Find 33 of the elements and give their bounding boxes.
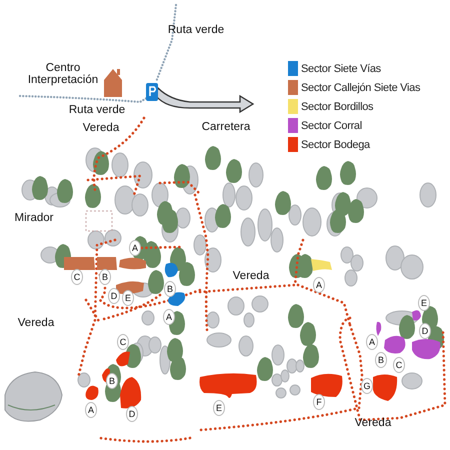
legend-label: Sector Corral [301,120,362,132]
path-label: Vereda [18,316,54,330]
sector-letter: E [418,295,430,311]
sector-letter: C [393,357,405,373]
map-label: Vereda [232,270,270,282]
sector-letter: D [108,288,120,304]
sector-letter: A [129,240,141,256]
map-label: Centro Interpretación [26,62,100,86]
legend-label: Sector Bodega [301,138,370,150]
sector-letter: B [375,352,387,368]
sector-letter: E [122,290,134,306]
sector-letter: A [313,277,325,293]
map-label: Vereda [354,416,392,430]
legend-label: Sector Siete Vías [301,62,381,74]
map-label: Vereda [82,122,120,134]
sector-letter: D [419,323,431,339]
sector-letter: F [313,394,325,410]
sector-letter: A [85,402,97,418]
sector-letter: A [163,309,175,325]
sector-letter: G [361,378,373,394]
sector-letter: D [126,406,138,422]
map-label: Ruta verde [168,24,224,36]
legend-label: Sector Callejón Siete Vias [301,82,420,94]
legend-label: Sector Bordillos [301,100,374,112]
sector-letter: B [99,269,111,285]
sector-letter: C [71,269,83,285]
sector-letter: B [164,281,176,297]
map-label: Ruta verde [68,104,126,116]
map-label: Carretera [202,120,250,134]
sector-letter: A [366,334,378,350]
map-label: Mirador [14,212,54,224]
sector-letter: C [117,334,129,350]
sector-letter: E [213,400,225,416]
